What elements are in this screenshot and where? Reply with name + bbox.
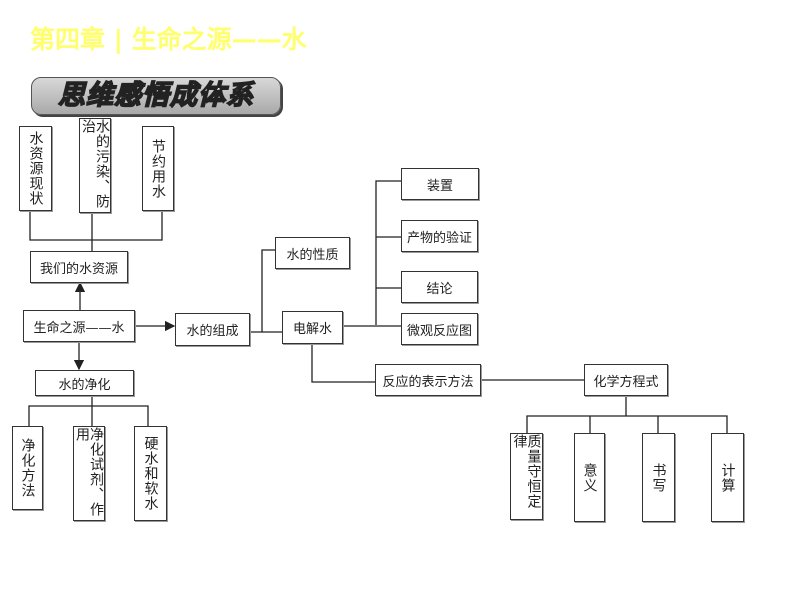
node-purify-agent: 净化试剂、作用 bbox=[73, 426, 105, 521]
node-equation: 化学方程式 bbox=[584, 364, 668, 396]
node-saving: 节约用水 bbox=[142, 126, 174, 211]
node-device: 装置 bbox=[401, 168, 479, 200]
chapter-label: 第四章 bbox=[30, 25, 106, 54]
node-composition: 水的组成 bbox=[175, 313, 250, 346]
section-banner: 思维感悟成体系 bbox=[31, 77, 281, 115]
page-title: 第四章 | 生命之源——水 bbox=[30, 20, 307, 56]
node-product-test: 产物的验证 bbox=[401, 220, 478, 252]
node-water-status: 水资源现状 bbox=[19, 126, 52, 211]
chapter-title: 生命之源——水 bbox=[131, 25, 307, 54]
node-representation: 反应的表示方法 bbox=[375, 364, 481, 396]
node-micro: 微观反应图 bbox=[401, 313, 478, 345]
banner-text: 思维感悟成体系 bbox=[57, 79, 254, 112]
node-meaning: 意义 bbox=[574, 433, 605, 522]
node-calculation: 计算 bbox=[711, 433, 744, 522]
node-writing: 书写 bbox=[642, 433, 675, 522]
node-purification: 水的净化 bbox=[35, 370, 134, 396]
node-root: 生命之源——水 bbox=[23, 310, 135, 342]
node-pollution: 水的污染、防治 bbox=[79, 118, 111, 213]
node-our-water: 我们的水资源 bbox=[30, 251, 128, 283]
node-properties: 水的性质 bbox=[275, 237, 350, 269]
title-divider: | bbox=[113, 25, 123, 54]
node-hard-soft: 硬水和软水 bbox=[134, 426, 167, 521]
node-conservation: 质量守恒定律 bbox=[510, 433, 543, 520]
node-conclusion: 结论 bbox=[401, 271, 478, 303]
node-electrolysis: 电解水 bbox=[282, 311, 343, 344]
node-purify-method: 净化方法 bbox=[12, 426, 43, 510]
